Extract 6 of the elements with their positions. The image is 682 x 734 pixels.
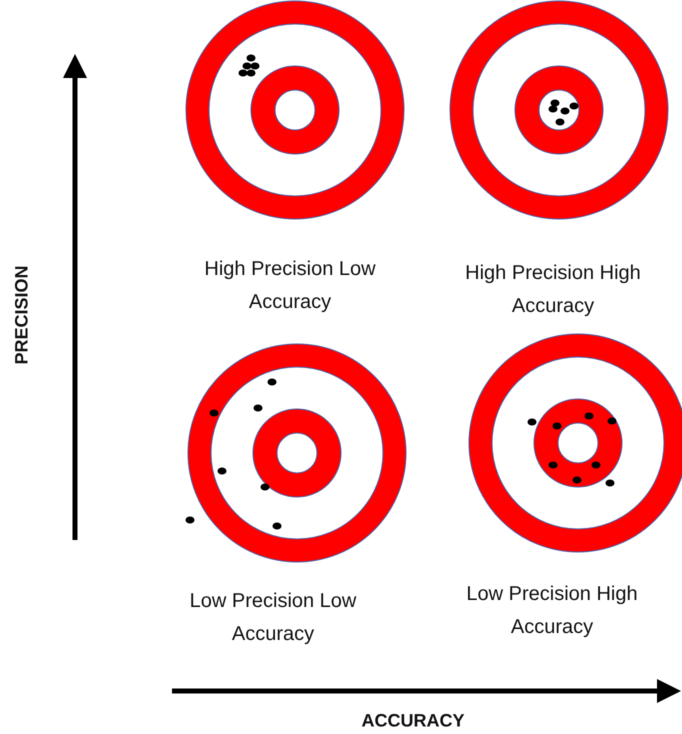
axis-title: ACCURACY	[362, 710, 464, 732]
quadrant-caption: High Precision High Accuracy	[464, 261, 642, 319]
axis-title: PRECISION	[12, 265, 32, 365]
quadrant-caption: High Precision Low Accuracy	[203, 257, 377, 315]
quadrant-caption: Low Precision Low Accuracy	[188, 589, 358, 647]
quadrant-caption: Low Precision High Accuracy	[465, 582, 639, 640]
